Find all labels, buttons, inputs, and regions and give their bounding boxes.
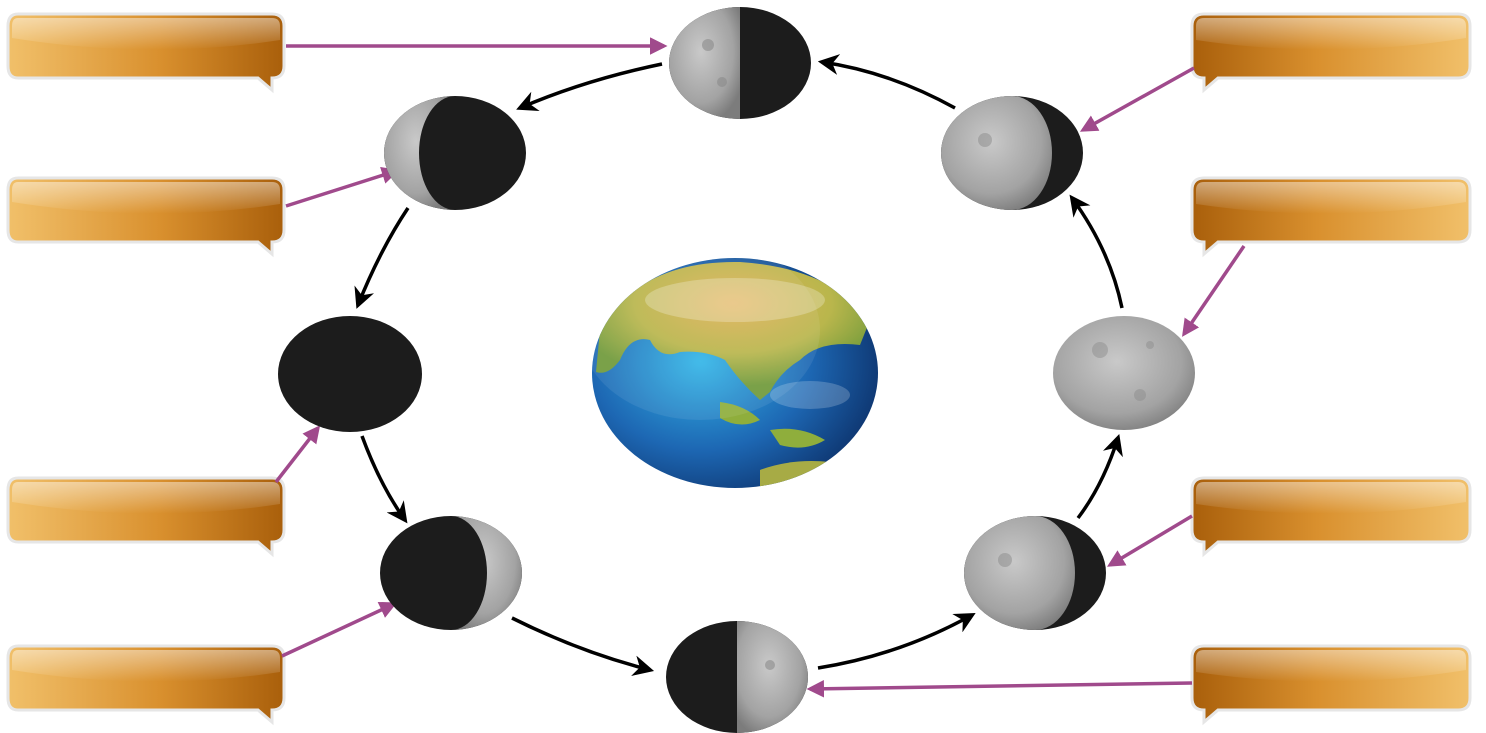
cycle-arrow-3 <box>362 436 405 520</box>
cycle-arrow-4 <box>512 618 650 670</box>
new-moon-icon <box>278 316 422 432</box>
cycle-arrow-6 <box>1078 438 1118 518</box>
label-right-3 <box>1196 478 1468 544</box>
pointer-left-2 <box>286 171 396 206</box>
label-right-1 <box>1196 14 1468 80</box>
waxing-crescent-moon-icon <box>384 96 526 210</box>
pointer-left-4 <box>282 604 394 656</box>
label-left-1 <box>10 14 282 80</box>
pointer-right-2 <box>1184 246 1244 334</box>
cycle-arrow-8 <box>822 62 955 108</box>
label-left-2 <box>10 178 282 244</box>
pointer-left-3 <box>276 428 318 482</box>
label-left-3 <box>10 478 282 544</box>
label-left-4 <box>10 646 282 712</box>
label-right-4 <box>1196 646 1468 712</box>
cycle-arrow-1 <box>520 64 662 108</box>
earth-globe-icon <box>580 240 878 490</box>
waxing-gibbous-moon-icon <box>941 96 1083 210</box>
cycle-arrow-5 <box>818 615 972 668</box>
third-quarter-moon-icon <box>666 621 808 733</box>
waning-crescent-moon-icon <box>380 516 522 630</box>
pointer-right-3 <box>1110 516 1192 565</box>
pointer-right-4 <box>810 683 1192 689</box>
waning-gibbous-moon-icon <box>964 516 1106 630</box>
label-right-2 <box>1196 178 1468 244</box>
first-quarter-moon-icon <box>669 7 811 119</box>
cycle-arrow-2 <box>358 208 408 305</box>
pointer-right-1 <box>1083 68 1194 130</box>
cycle-arrow-7 <box>1072 198 1122 308</box>
full-moon-icon <box>1053 316 1195 430</box>
